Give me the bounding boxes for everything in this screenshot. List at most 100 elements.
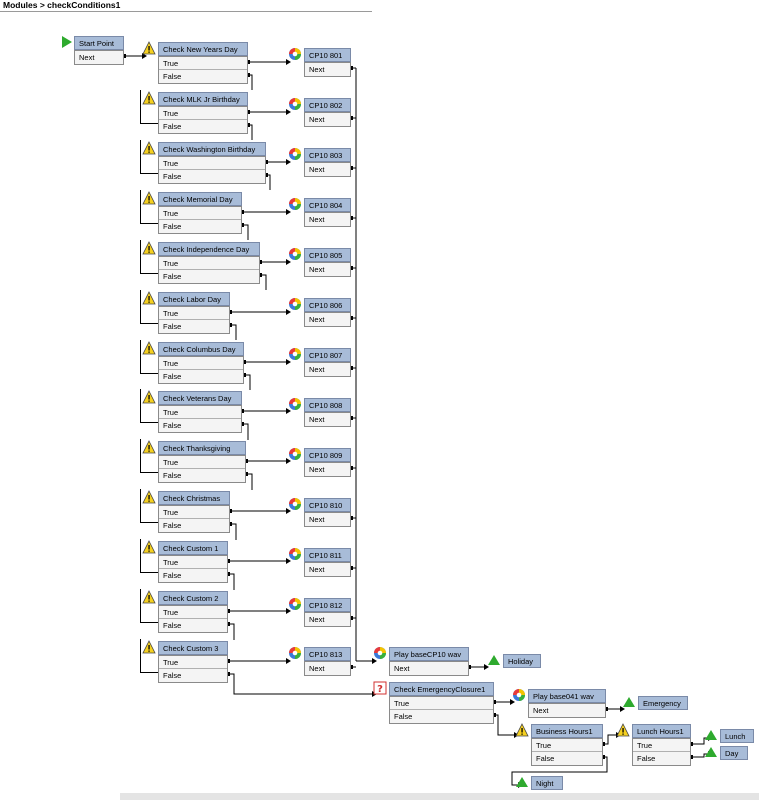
false-output[interactable]: False [163, 272, 182, 281]
connector-bracket [140, 190, 158, 224]
false-output[interactable]: False [163, 172, 182, 181]
false-output[interactable]: False [163, 571, 182, 580]
next-output[interactable]: Next [309, 515, 325, 524]
check-outputs: True False [158, 655, 228, 683]
day-exit-label: Day [720, 746, 748, 760]
check-outputs: True False [158, 206, 242, 234]
horizontal-scrollbar[interactable] [120, 793, 759, 800]
start-play-icon [62, 36, 72, 48]
warning-icon [142, 440, 156, 454]
start-next-output[interactable]: Next [79, 53, 95, 62]
true-output[interactable]: True [532, 739, 602, 752]
warning-icon [142, 540, 156, 554]
prompt-title: CP10 813 [304, 647, 351, 661]
true-output[interactable]: True [159, 656, 227, 669]
business-hours-outputs: True False [531, 738, 603, 766]
false-output[interactable]: False [163, 322, 182, 331]
false-output[interactable]: False [163, 471, 182, 480]
false-output[interactable]: False [163, 621, 182, 630]
next-output[interactable]: Next [309, 165, 325, 174]
prompt-outputs: Next [304, 512, 351, 527]
play-prompt-icon [289, 298, 301, 310]
true-output[interactable]: True [159, 107, 247, 120]
true-output[interactable]: True [159, 157, 265, 170]
play-prompt-icon [289, 398, 301, 410]
true-output[interactable]: True [159, 257, 259, 270]
play-prompt-icon [289, 48, 301, 60]
prompt-title: CP10 812 [304, 598, 351, 612]
next-output[interactable]: Next [309, 265, 325, 274]
false-output[interactable]: False [163, 72, 182, 81]
play-prompt-icon [289, 548, 301, 560]
night-exit-label: Night [531, 776, 563, 790]
warning-icon [142, 640, 156, 654]
true-output[interactable]: True [159, 456, 245, 469]
prompt-outputs: Next [304, 212, 351, 227]
warning-icon [142, 590, 156, 604]
check-outputs: True False [158, 356, 244, 384]
next-output[interactable]: Next [309, 215, 325, 224]
connector-bracket [140, 290, 158, 324]
next-output[interactable]: Next [309, 115, 325, 124]
true-output[interactable]: True [159, 606, 227, 619]
false-output[interactable]: False [163, 521, 182, 530]
start-point-node[interactable]: Start Point Next [62, 36, 124, 65]
prompt-outputs: Next [304, 112, 351, 127]
prompt-title: CP10 804 [304, 198, 351, 212]
true-output[interactable]: True [159, 357, 243, 370]
prompt-outputs: Next [304, 661, 351, 676]
check-outputs: True False [158, 56, 248, 84]
false-output[interactable]: False [163, 222, 182, 231]
prompt-outputs: Next [304, 162, 351, 177]
warning-icon [142, 141, 156, 155]
check-outputs: True False [158, 156, 266, 184]
false-output[interactable]: False [163, 372, 182, 381]
true-output[interactable]: True [390, 697, 493, 710]
true-output[interactable]: True [159, 506, 229, 519]
false-output[interactable]: False [163, 122, 182, 131]
play-prompt-icon [289, 148, 301, 160]
true-output[interactable]: True [159, 307, 229, 320]
prompt-title: CP10 805 [304, 248, 351, 262]
next-output[interactable]: Next [309, 664, 325, 673]
play-prompt-icon [289, 647, 301, 659]
next-output[interactable]: Next [309, 315, 325, 324]
next-output[interactable]: Next [309, 615, 325, 624]
prompt-title: CP10 806 [304, 298, 351, 312]
false-output[interactable]: False [394, 712, 413, 721]
false-output[interactable]: False [637, 754, 656, 763]
next-output[interactable]: Next [309, 65, 325, 74]
prompt-outputs: Next [304, 462, 351, 477]
warning-icon [142, 241, 156, 255]
warning-icon [142, 490, 156, 504]
check-outputs: True False [158, 106, 248, 134]
prompt-title: CP10 802 [304, 98, 351, 112]
true-output[interactable]: True [159, 556, 227, 569]
check-title: Check Columbus Day [158, 342, 244, 356]
connector-bracket [140, 539, 158, 573]
true-output[interactable]: True [159, 406, 241, 419]
next-output[interactable]: Next [394, 664, 410, 673]
prompt-outputs: Next [304, 262, 351, 277]
play-prompt-icon [513, 689, 525, 701]
next-output[interactable]: Next [309, 415, 325, 424]
next-output[interactable]: Next [309, 365, 325, 374]
check-title: Check Veterans Day [158, 391, 242, 405]
false-output[interactable]: False [536, 754, 555, 763]
prompt-title: CP10 811 [304, 548, 351, 562]
next-output[interactable]: Next [533, 706, 549, 715]
play-holiday-outputs: Next [389, 661, 469, 676]
check-title: Check Custom 1 [158, 541, 228, 555]
false-output[interactable]: False [163, 671, 182, 680]
true-output[interactable]: True [159, 57, 247, 70]
next-output[interactable]: Next [309, 465, 325, 474]
false-output[interactable]: False [163, 421, 182, 430]
emergency-check-title: Check EmergencyClosure1 [389, 682, 494, 696]
emergency-exit-label: Emergency [638, 696, 688, 710]
play-emergency-outputs: Next [528, 703, 606, 718]
next-output[interactable]: Next [309, 565, 325, 574]
true-output[interactable]: True [633, 739, 690, 752]
connector-bracket [140, 340, 158, 374]
business-hours-title: Business Hours1 [531, 724, 603, 738]
true-output[interactable]: True [159, 207, 241, 220]
